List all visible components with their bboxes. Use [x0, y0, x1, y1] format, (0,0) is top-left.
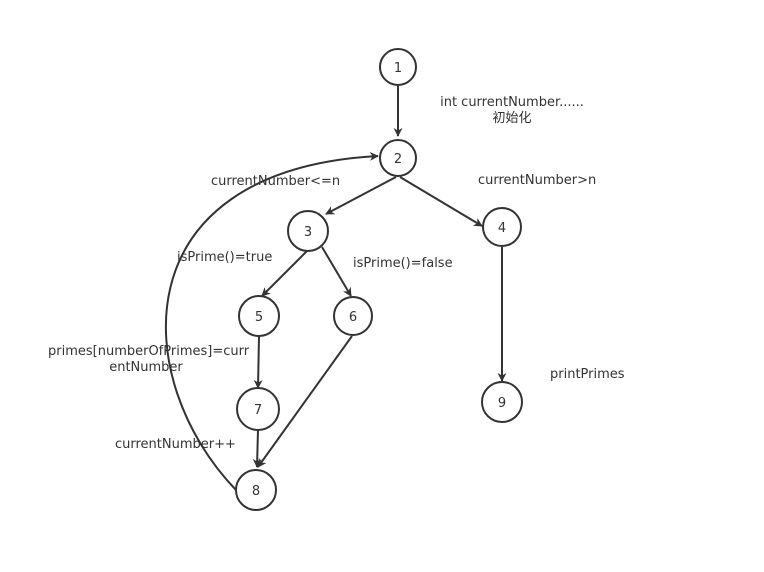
edge-7-8	[252, 429, 262, 468]
edge-2-4	[399, 176, 483, 227]
node-5-label: 5	[255, 310, 263, 325]
node-2-label: 2	[394, 152, 402, 167]
is-prime-false-label: isPrime()=false	[353, 256, 453, 271]
edge-2-3	[325, 176, 397, 215]
init-label-line2: 初始化	[492, 111, 532, 126]
node-4: 4	[482, 207, 522, 247]
print-label: printPrimes	[550, 367, 625, 382]
init-label: int currentNumber...... 初始化	[436, 95, 588, 127]
condition-true-label: currentNumber<=n	[211, 174, 341, 189]
node-3: 3	[287, 210, 329, 252]
edge-5-7	[253, 335, 263, 389]
node-6-label: 6	[349, 310, 357, 325]
node-9-label: 9	[498, 396, 506, 411]
edge-3-6	[321, 246, 352, 297]
node-2: 2	[379, 139, 417, 177]
node-7: 7	[236, 387, 280, 431]
assign-label: primes[numberOfPrimes]=curr entNumber	[48, 344, 250, 376]
node-1-label: 1	[394, 61, 402, 76]
node-8-label: 8	[252, 484, 260, 499]
node-5: 5	[238, 295, 280, 337]
node-8: 8	[235, 469, 277, 511]
assign-label-line1: primes[numberOfPrimes]=curr	[48, 344, 250, 359]
node-9: 9	[481, 381, 523, 423]
node-6: 6	[333, 296, 373, 336]
edge-6-8	[257, 335, 353, 468]
edge-8-2-loop	[164, 151, 379, 491]
increment-label: currentNumber++	[115, 437, 236, 452]
node-4-label: 4	[498, 221, 506, 236]
assign-label-line2: entNumber	[109, 360, 183, 375]
is-prime-true-label: isPrime()=true	[177, 250, 273, 265]
node-3-label: 3	[304, 225, 312, 240]
condition-false-label: currentNumber>n	[478, 173, 597, 188]
edge-3-5	[261, 250, 308, 297]
node-1: 1	[379, 48, 417, 86]
init-label-line1: int currentNumber......	[440, 95, 584, 110]
node-7-label: 7	[254, 403, 262, 418]
